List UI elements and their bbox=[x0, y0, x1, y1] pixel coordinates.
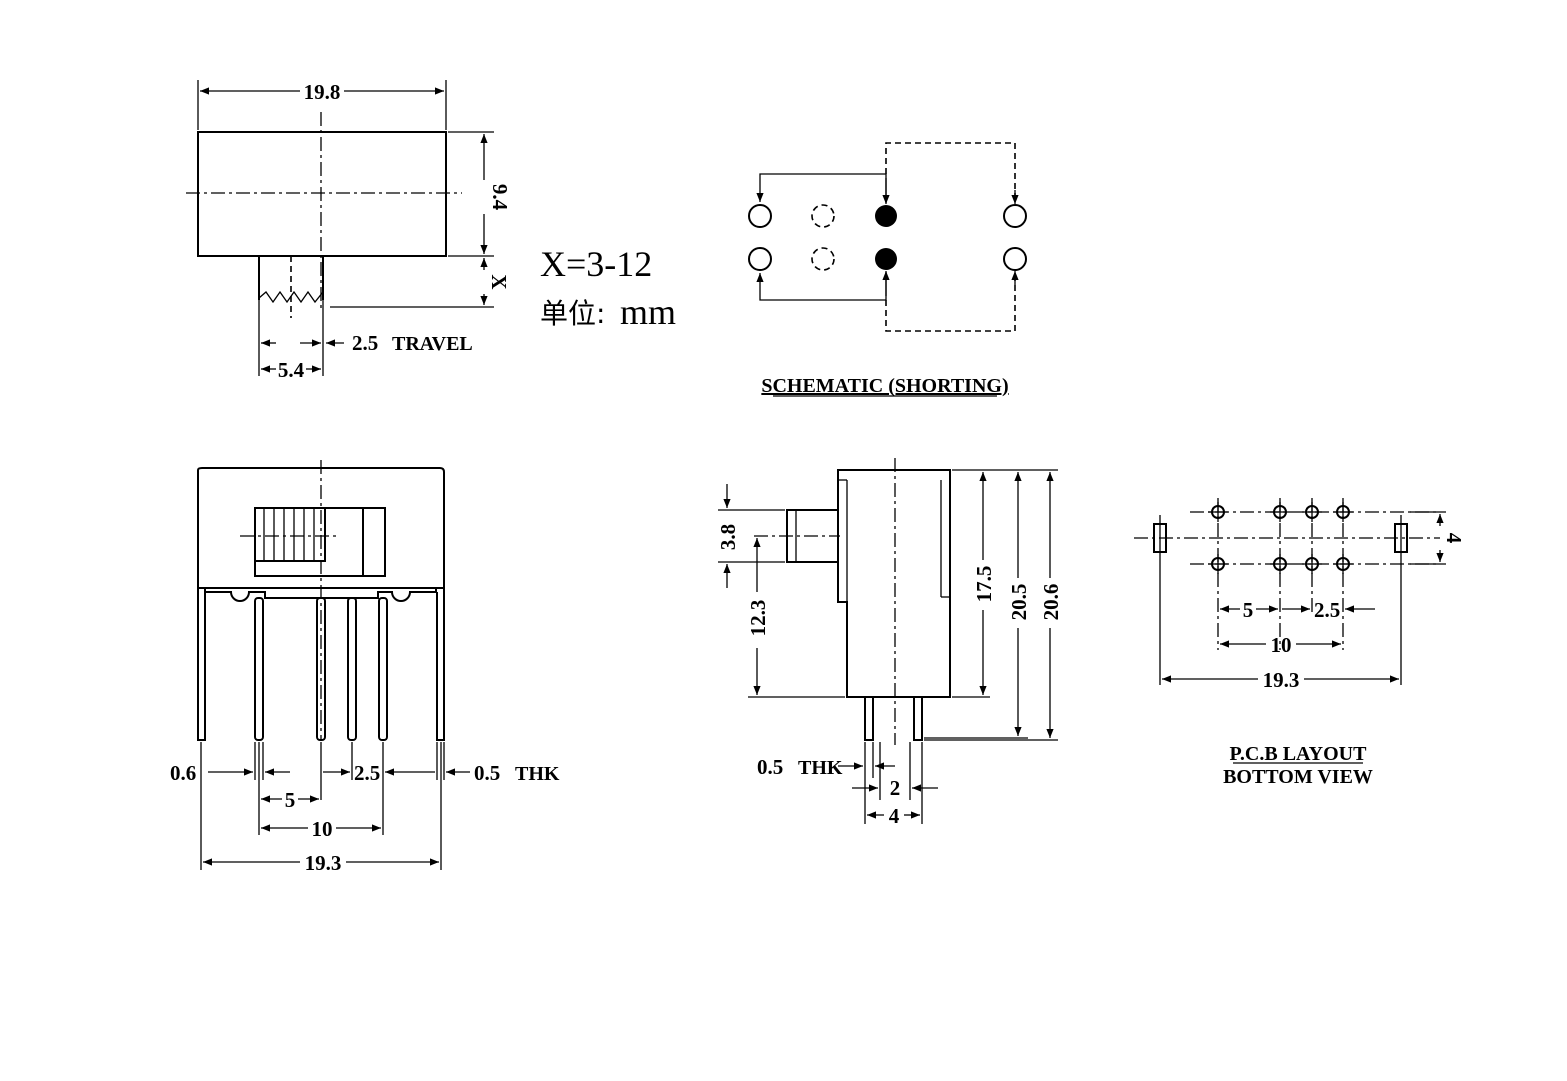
pin bbox=[254, 597, 264, 741]
pcb-hole bbox=[1270, 554, 1290, 574]
pin bbox=[347, 597, 357, 741]
pin bbox=[864, 696, 874, 741]
mount-slot bbox=[1153, 523, 1167, 553]
front-thickness-dim: 0.5 bbox=[474, 761, 500, 785]
side-pin-gap-dim: 2 bbox=[890, 776, 901, 800]
pcb-pitch25-dim: 2.5 bbox=[1314, 598, 1340, 622]
pcb-hole bbox=[1208, 554, 1228, 574]
actuator-width-dim: 5.4 bbox=[278, 358, 305, 382]
pin-pitch5-dim: 5 bbox=[285, 788, 296, 812]
unit-value: mm bbox=[620, 292, 676, 332]
schematic: SCHEMATIC (SHORTING) bbox=[748, 142, 1027, 397]
side-height-206-dim: 20.6 bbox=[1039, 584, 1063, 621]
contact-open bbox=[748, 204, 772, 228]
top-body-outline bbox=[197, 131, 447, 257]
notes: X=3-12 单位: mm bbox=[540, 244, 676, 332]
pcb-hole bbox=[1333, 554, 1353, 574]
x-dim: X bbox=[487, 274, 511, 289]
front-overall-dim: 19.3 bbox=[305, 851, 342, 875]
side-view: 3.8 12.3 17.5 20.5 20.6 0.5 THK 2 4 bbox=[716, 458, 1063, 828]
pcb-hole bbox=[1302, 554, 1322, 574]
unit-label: 单位: bbox=[540, 297, 605, 330]
pin bbox=[378, 597, 388, 741]
mount-slot bbox=[1394, 523, 1408, 553]
travel-label: TRAVEL bbox=[392, 333, 473, 355]
pcb-pitch5-dim: 5 bbox=[1243, 598, 1254, 622]
top-width-dim: 19.8 bbox=[304, 80, 341, 104]
travel-dim: 2.5 bbox=[352, 331, 378, 355]
contact-open bbox=[1003, 247, 1027, 271]
pcb-layout: 4 5 2.5 10 19.3 P.C.B LAYOUT BOTTOM VIEW bbox=[1134, 498, 1466, 788]
top-height-dim: 9.4 bbox=[488, 184, 512, 211]
schematic-caption: SCHEMATIC (SHORTING) bbox=[761, 375, 1008, 397]
pcb-hole bbox=[1270, 502, 1290, 522]
side-thickness-dim: 0.5 bbox=[757, 755, 783, 779]
front-body-outline bbox=[197, 467, 445, 589]
pcb-hole bbox=[1302, 502, 1322, 522]
pcb-caption-line2: BOTTOM VIEW bbox=[1223, 766, 1373, 788]
side-pin-span-dim: 4 bbox=[889, 804, 900, 828]
side-body-outline bbox=[837, 469, 951, 698]
x-range-note: X=3-12 bbox=[540, 244, 652, 284]
slider-knob bbox=[254, 507, 326, 562]
pin bbox=[913, 696, 923, 741]
contact-dashed bbox=[811, 204, 835, 228]
pin bbox=[316, 597, 326, 741]
side-height-205-dim: 20.5 bbox=[1007, 584, 1031, 621]
front-view: 0.6 2.5 0.5 THK 5 10 19.3 bbox=[170, 460, 560, 875]
pin-pitch10-dim: 10 bbox=[312, 817, 333, 841]
pin-pitch-small-dim: 2.5 bbox=[354, 761, 380, 785]
pcb-row-dim: 4 bbox=[1442, 533, 1466, 544]
side-offset-dim: 12.3 bbox=[746, 600, 770, 637]
side-thickness-label: THK bbox=[798, 757, 843, 779]
front-thickness-label: THK bbox=[515, 763, 560, 785]
pcb-pitch10-dim: 10 bbox=[1271, 633, 1292, 657]
top-view: 19.8 9.4 X 2.5 TRAVEL 5.4 bbox=[186, 80, 512, 382]
contact-common bbox=[875, 205, 897, 227]
contact-open bbox=[1003, 204, 1027, 228]
contact-dashed bbox=[811, 247, 835, 271]
pcb-hole bbox=[1333, 502, 1353, 522]
pcb-hole bbox=[1208, 502, 1228, 522]
pcb-caption-line1: P.C.B LAYOUT bbox=[1230, 743, 1368, 765]
pcb-overall-dim: 19.3 bbox=[1263, 668, 1300, 692]
contact-open bbox=[748, 247, 772, 271]
side-actuator-dim: 3.8 bbox=[716, 524, 740, 550]
pin-width-dim: 0.6 bbox=[170, 761, 196, 785]
side-body-height-dim: 17.5 bbox=[972, 566, 996, 603]
contact-common bbox=[875, 248, 897, 270]
